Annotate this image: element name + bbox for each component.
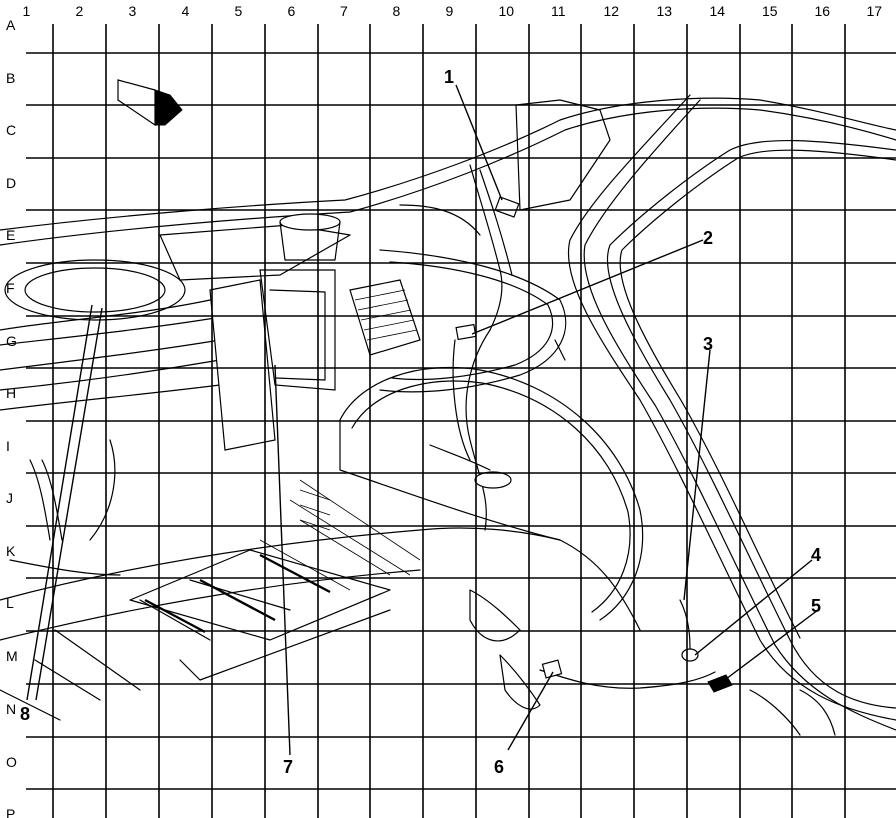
grid-column-label: 6 [288, 3, 296, 19]
grid-column-label: 2 [76, 3, 84, 19]
grid-row-label: H [6, 385, 16, 401]
callout-7: 7 [283, 757, 293, 777]
grid-column-label: 16 [815, 3, 831, 19]
callout-5: 5 [811, 596, 821, 616]
grid-column-label: 4 [182, 3, 190, 19]
grid-column-label: 14 [710, 3, 726, 19]
callout-8: 8 [20, 704, 30, 724]
grid-row-label: N [6, 701, 16, 717]
grid-column-label: 17 [867, 3, 883, 19]
grid-column-label: 9 [446, 3, 454, 19]
grid-row-label: O [6, 754, 17, 770]
grid-column-label: 11 [551, 3, 566, 19]
callout-1: 1 [444, 67, 454, 87]
callout-leaders [26, 84, 819, 756]
callout-3: 3 [703, 334, 713, 354]
grid-row-label: F [6, 280, 15, 296]
row-labels: A B C D E F G H I J K L M N O P [6, 17, 18, 818]
grid-column-label: 1 [23, 3, 31, 19]
grid-row-label: D [6, 175, 16, 191]
callout-6: 6 [494, 757, 504, 777]
grid-row-label: I [6, 438, 10, 454]
grid-row-label: A [6, 17, 16, 33]
grid-column-label: 10 [499, 3, 515, 19]
grid-row-label: J [6, 490, 13, 506]
grid-row-label: E [6, 227, 15, 243]
grid-row-label: B [6, 70, 15, 86]
callout-4: 4 [811, 545, 821, 565]
grid-column-label: 8 [393, 3, 401, 19]
grid-column-label: 7 [340, 3, 348, 19]
callout-numbers: 1 2 3 4 5 6 7 8 [20, 67, 821, 777]
grid-column-label: 15 [762, 3, 778, 19]
reference-grid [26, 24, 896, 818]
callout-2: 2 [703, 228, 713, 248]
grid-column-label: 5 [235, 3, 243, 19]
grid-row-label: L [6, 595, 14, 611]
grid-column-label: 12 [604, 3, 620, 19]
grid-column-label: 3 [129, 3, 137, 19]
grid-row-label: K [6, 543, 16, 559]
grid-row-label: C [6, 122, 16, 138]
grid-row-label: P [6, 806, 15, 818]
grid-row-label: G [6, 333, 17, 349]
vehicle-linework [0, 79, 896, 736]
grid-column-label: 13 [657, 3, 673, 19]
grid-row-label: M [6, 648, 18, 664]
